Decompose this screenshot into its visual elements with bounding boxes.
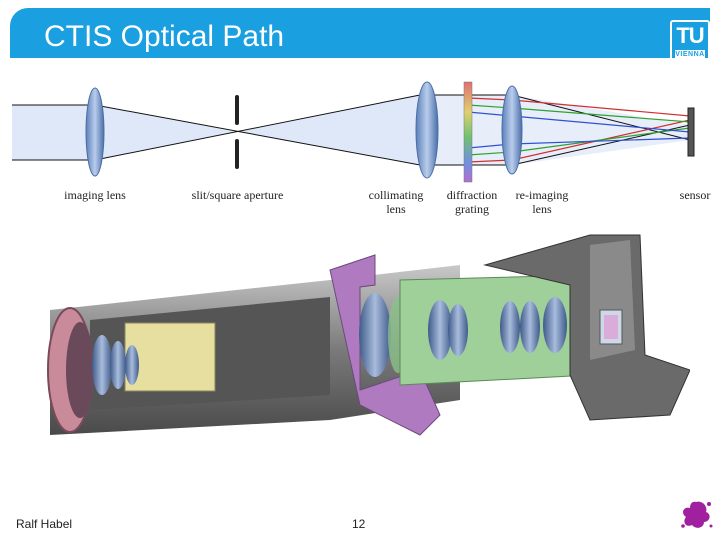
footer-author: Ralf Habel (16, 517, 73, 531)
cutaway-svg (47, 234, 691, 436)
label-aperture: slit/square aperture (191, 188, 284, 202)
light-beam (12, 94, 691, 166)
label-sensor: sensor (679, 188, 711, 202)
collimating-lens-shape (415, 81, 439, 179)
aperture-shape (235, 95, 239, 169)
sensor-shape (687, 107, 695, 157)
title-bar: CTIS Optical Path TU VIENNA (10, 8, 710, 64)
label-collimating-lens: collimating lens (368, 188, 424, 216)
label-reimaging-lens: re-imaging lens (515, 188, 569, 216)
label-diffraction-grating: diffraction grating (446, 188, 498, 216)
optical-path-diagram: imaging lens slit/square aperture collim… (0, 70, 720, 230)
tu-vienna-logo: TU VIENNA (670, 20, 710, 64)
reimaging-lens-shape (501, 85, 523, 175)
page-number: 12 (352, 517, 366, 531)
label-imaging-lens: imaging lens (64, 188, 126, 202)
diffraction-grating-shape (463, 81, 473, 183)
optical-path-svg (12, 81, 695, 183)
device-cutaway-illustration (30, 225, 691, 455)
slide-title: CTIS Optical Path (44, 20, 285, 53)
imaging-lens-shape (85, 87, 105, 177)
logo-main-text: TU (676, 23, 704, 48)
splat-logo-icon (678, 496, 714, 532)
logo-sub-text: VIENNA (675, 50, 705, 59)
